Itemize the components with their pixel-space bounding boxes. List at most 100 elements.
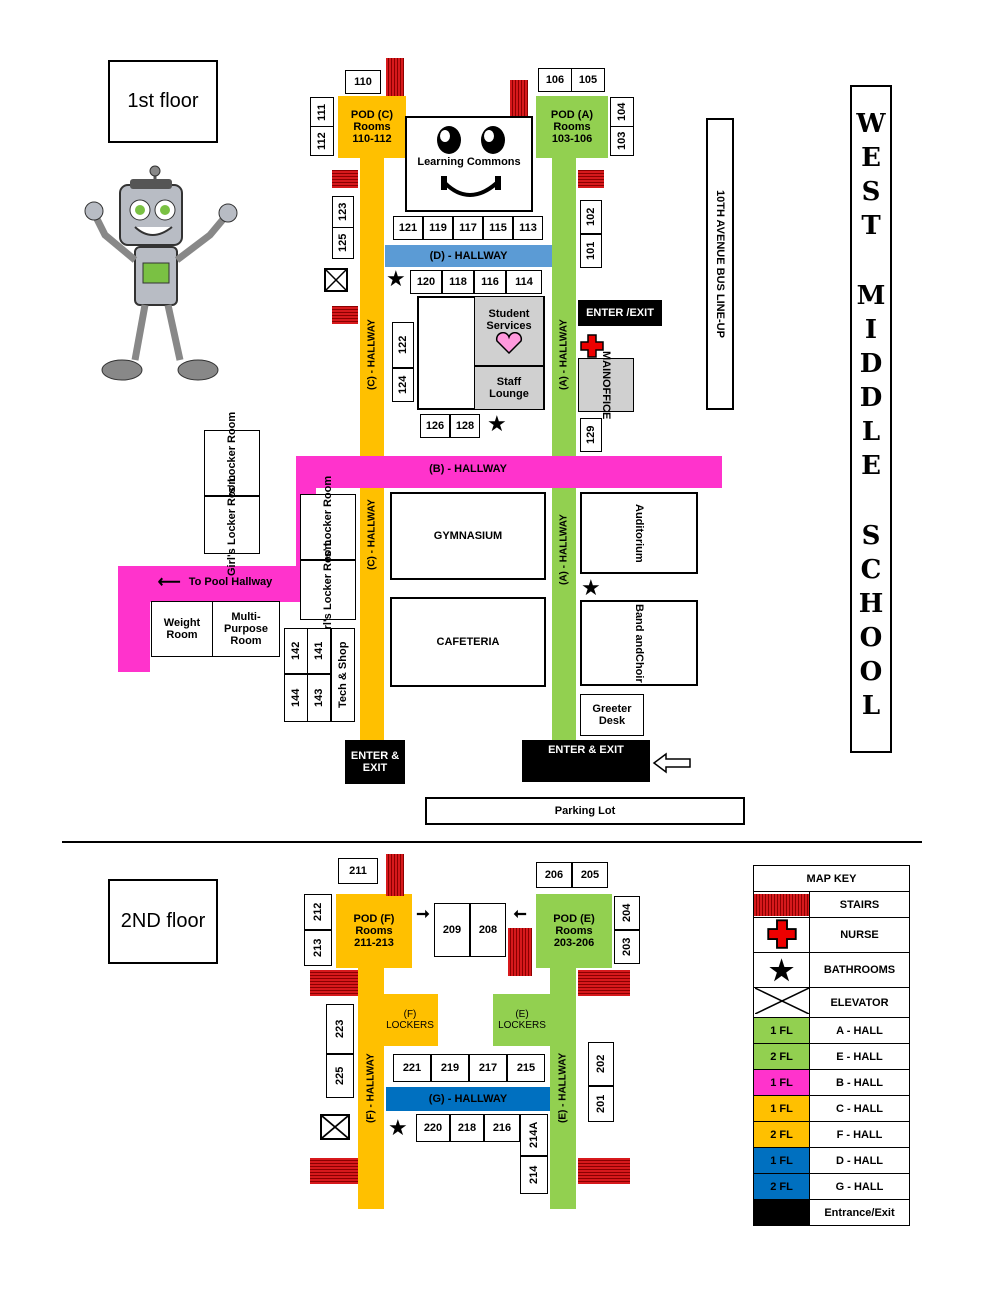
room-211: 211 bbox=[338, 858, 378, 884]
key-bathroom-swatch: ★ bbox=[753, 952, 810, 988]
room-125: 125 bbox=[332, 227, 354, 259]
elevator-icon bbox=[754, 987, 809, 1015]
c-hallway bbox=[360, 96, 384, 740]
stairs-icon bbox=[386, 58, 404, 96]
room-144: 144 bbox=[284, 674, 308, 722]
student-services-line2: Services bbox=[486, 320, 532, 332]
learning-commons-label: Learning Commons bbox=[417, 156, 521, 168]
pool-hallway-branch bbox=[118, 566, 150, 672]
f-hallway-label: (F) - HALLWAY bbox=[365, 1053, 377, 1123]
cafeteria: CAFETERIA bbox=[390, 597, 546, 687]
multi-purpose-line2: Purpose bbox=[223, 623, 268, 635]
room-218: 218 bbox=[450, 1114, 484, 1142]
key-entrance-label: Entrance/Exit bbox=[809, 1199, 910, 1226]
pod-e: POD (E) Rooms 203-206 bbox=[536, 894, 612, 968]
gymnasium: GYMNASIUM bbox=[390, 492, 546, 580]
e-lockers-line1: (E) bbox=[515, 1009, 529, 1020]
a-hallway bbox=[552, 96, 576, 740]
key-row-hall: F - HALL bbox=[809, 1121, 910, 1148]
room-126: 126 bbox=[420, 414, 450, 438]
room-116: 116 bbox=[474, 270, 506, 294]
room-117: 117 bbox=[453, 216, 483, 240]
school-name-letter: D bbox=[859, 383, 883, 413]
bus-lineup: 10TH AVENUE BUS LINE-UP bbox=[706, 118, 734, 410]
room-123: 123 bbox=[332, 196, 354, 228]
student-services: Student Services bbox=[474, 296, 544, 366]
key-elevator-swatch bbox=[753, 987, 810, 1018]
school-name-letter: H bbox=[858, 589, 884, 619]
heart-icon bbox=[495, 332, 523, 354]
room-143: 143 bbox=[307, 674, 331, 722]
stairs-icon bbox=[754, 893, 809, 916]
key-row-fl: 1 FL bbox=[753, 1095, 810, 1122]
girls-locker-2-line2: Locker bbox=[322, 573, 334, 610]
room-129: 129 bbox=[580, 418, 602, 452]
stairs-icon bbox=[386, 854, 404, 896]
room-215: 215 bbox=[507, 1054, 545, 1082]
band-choir: Band and Choir bbox=[580, 600, 698, 686]
multi-purpose-line3: Room bbox=[230, 635, 262, 647]
room-208: 208 bbox=[470, 903, 506, 957]
learning-commons: Learning Commons bbox=[405, 116, 533, 212]
enter-exit-a-hall-main: ENTER & EXIT bbox=[522, 740, 650, 782]
e-lockers-line2: LOCKERS bbox=[498, 1020, 546, 1031]
key-entrance-swatch bbox=[753, 1199, 810, 1226]
bathroom-star-icon: ★ bbox=[581, 575, 601, 600]
stairs-icon bbox=[578, 170, 604, 188]
first-floor-label: 1st floor bbox=[108, 60, 218, 143]
second-floor-label: 2ND floor bbox=[108, 879, 218, 964]
key-row-hall: D - HALL bbox=[809, 1147, 910, 1174]
stairs-icon bbox=[578, 970, 630, 996]
school-name-letter: D bbox=[859, 349, 883, 379]
pod-e-range: 203-206 bbox=[553, 937, 595, 949]
room-122: 122 bbox=[392, 322, 414, 368]
bathroom-star-icon: ★ bbox=[768, 954, 795, 986]
boys-locker-2-line3: Room bbox=[322, 475, 334, 507]
room-115: 115 bbox=[483, 216, 513, 240]
room-105: 105 bbox=[571, 68, 605, 92]
f-lockers: (F) LOCKERS bbox=[382, 994, 438, 1046]
room-110: 110 bbox=[345, 70, 381, 94]
pod-a-rooms: Rooms bbox=[553, 121, 591, 133]
stairs-icon bbox=[310, 970, 358, 996]
weight-room-line2: Room bbox=[166, 629, 198, 641]
map-key-title: MAP KEY bbox=[753, 865, 910, 892]
multi-purpose-line1: Multi- bbox=[231, 611, 261, 623]
auditorium: Auditorium bbox=[580, 492, 698, 574]
girls-locker-room-1: Girl's Locker Room bbox=[204, 474, 260, 576]
girls-locker-2-line3: Room bbox=[322, 539, 334, 571]
pod-c-rooms: Rooms bbox=[353, 121, 391, 133]
pod-c-title: POD (C) bbox=[350, 109, 394, 121]
b-hallway bbox=[296, 456, 722, 488]
room-119: 119 bbox=[423, 216, 453, 240]
staff-lounge: Staff Lounge bbox=[474, 366, 544, 410]
pod-f-title: POD (F) bbox=[353, 913, 395, 925]
c-hallway-label-2: (C) - HALLWAY bbox=[366, 499, 378, 571]
school-name-letter: E bbox=[861, 451, 881, 481]
e-hallway-label: (E) - HALLWAY bbox=[557, 1052, 569, 1124]
room-121: 121 bbox=[393, 216, 423, 240]
key-row-hall: C - HALL bbox=[809, 1095, 910, 1122]
pod-a-title: POD (A) bbox=[550, 109, 594, 121]
enter-exit-left-line1: ENTER & bbox=[350, 750, 400, 762]
f-lockers-line2: LOCKERS bbox=[386, 1020, 434, 1031]
school-name-letter: L bbox=[861, 691, 881, 721]
school-name-letter: E bbox=[861, 143, 881, 173]
room-142: 142 bbox=[284, 628, 308, 674]
girls-locker-1-line3: Room bbox=[226, 474, 238, 506]
stairs-icon bbox=[578, 1158, 630, 1184]
arrow-left-icon: ➞ bbox=[513, 906, 527, 923]
school-name-letter: W bbox=[856, 109, 886, 139]
key-row-hall: A - HALL bbox=[809, 1017, 910, 1044]
elevator-icon bbox=[320, 1114, 350, 1140]
nurse-cross-icon bbox=[580, 334, 604, 358]
key-row-fl: 1 FL bbox=[753, 1147, 810, 1174]
stairs-icon bbox=[332, 170, 358, 188]
band-choir-line2: Choir bbox=[633, 653, 645, 683]
pod-e-title: POD (E) bbox=[553, 913, 595, 925]
arrow-right-icon: ➞ bbox=[416, 906, 430, 923]
girls-locker-1-line2: Locker bbox=[226, 508, 238, 545]
school-name-letter: L bbox=[861, 417, 881, 447]
enter-exit-left-line2: EXIT bbox=[362, 762, 388, 774]
parking-lot: Parking Lot bbox=[425, 797, 745, 825]
